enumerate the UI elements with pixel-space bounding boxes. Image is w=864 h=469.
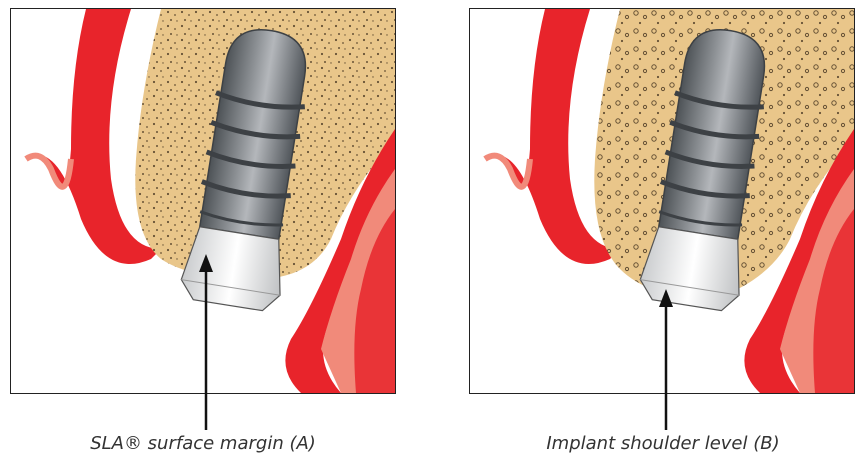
figure-panel-a [10,8,396,394]
caption-a: SLA® surface margin (A) [8,433,398,457]
implant-illustration-a [11,9,395,393]
figure-panel-b [469,8,855,394]
caption-b: Implant shoulder level (B) [468,433,858,457]
implant-illustration-b [470,9,854,393]
